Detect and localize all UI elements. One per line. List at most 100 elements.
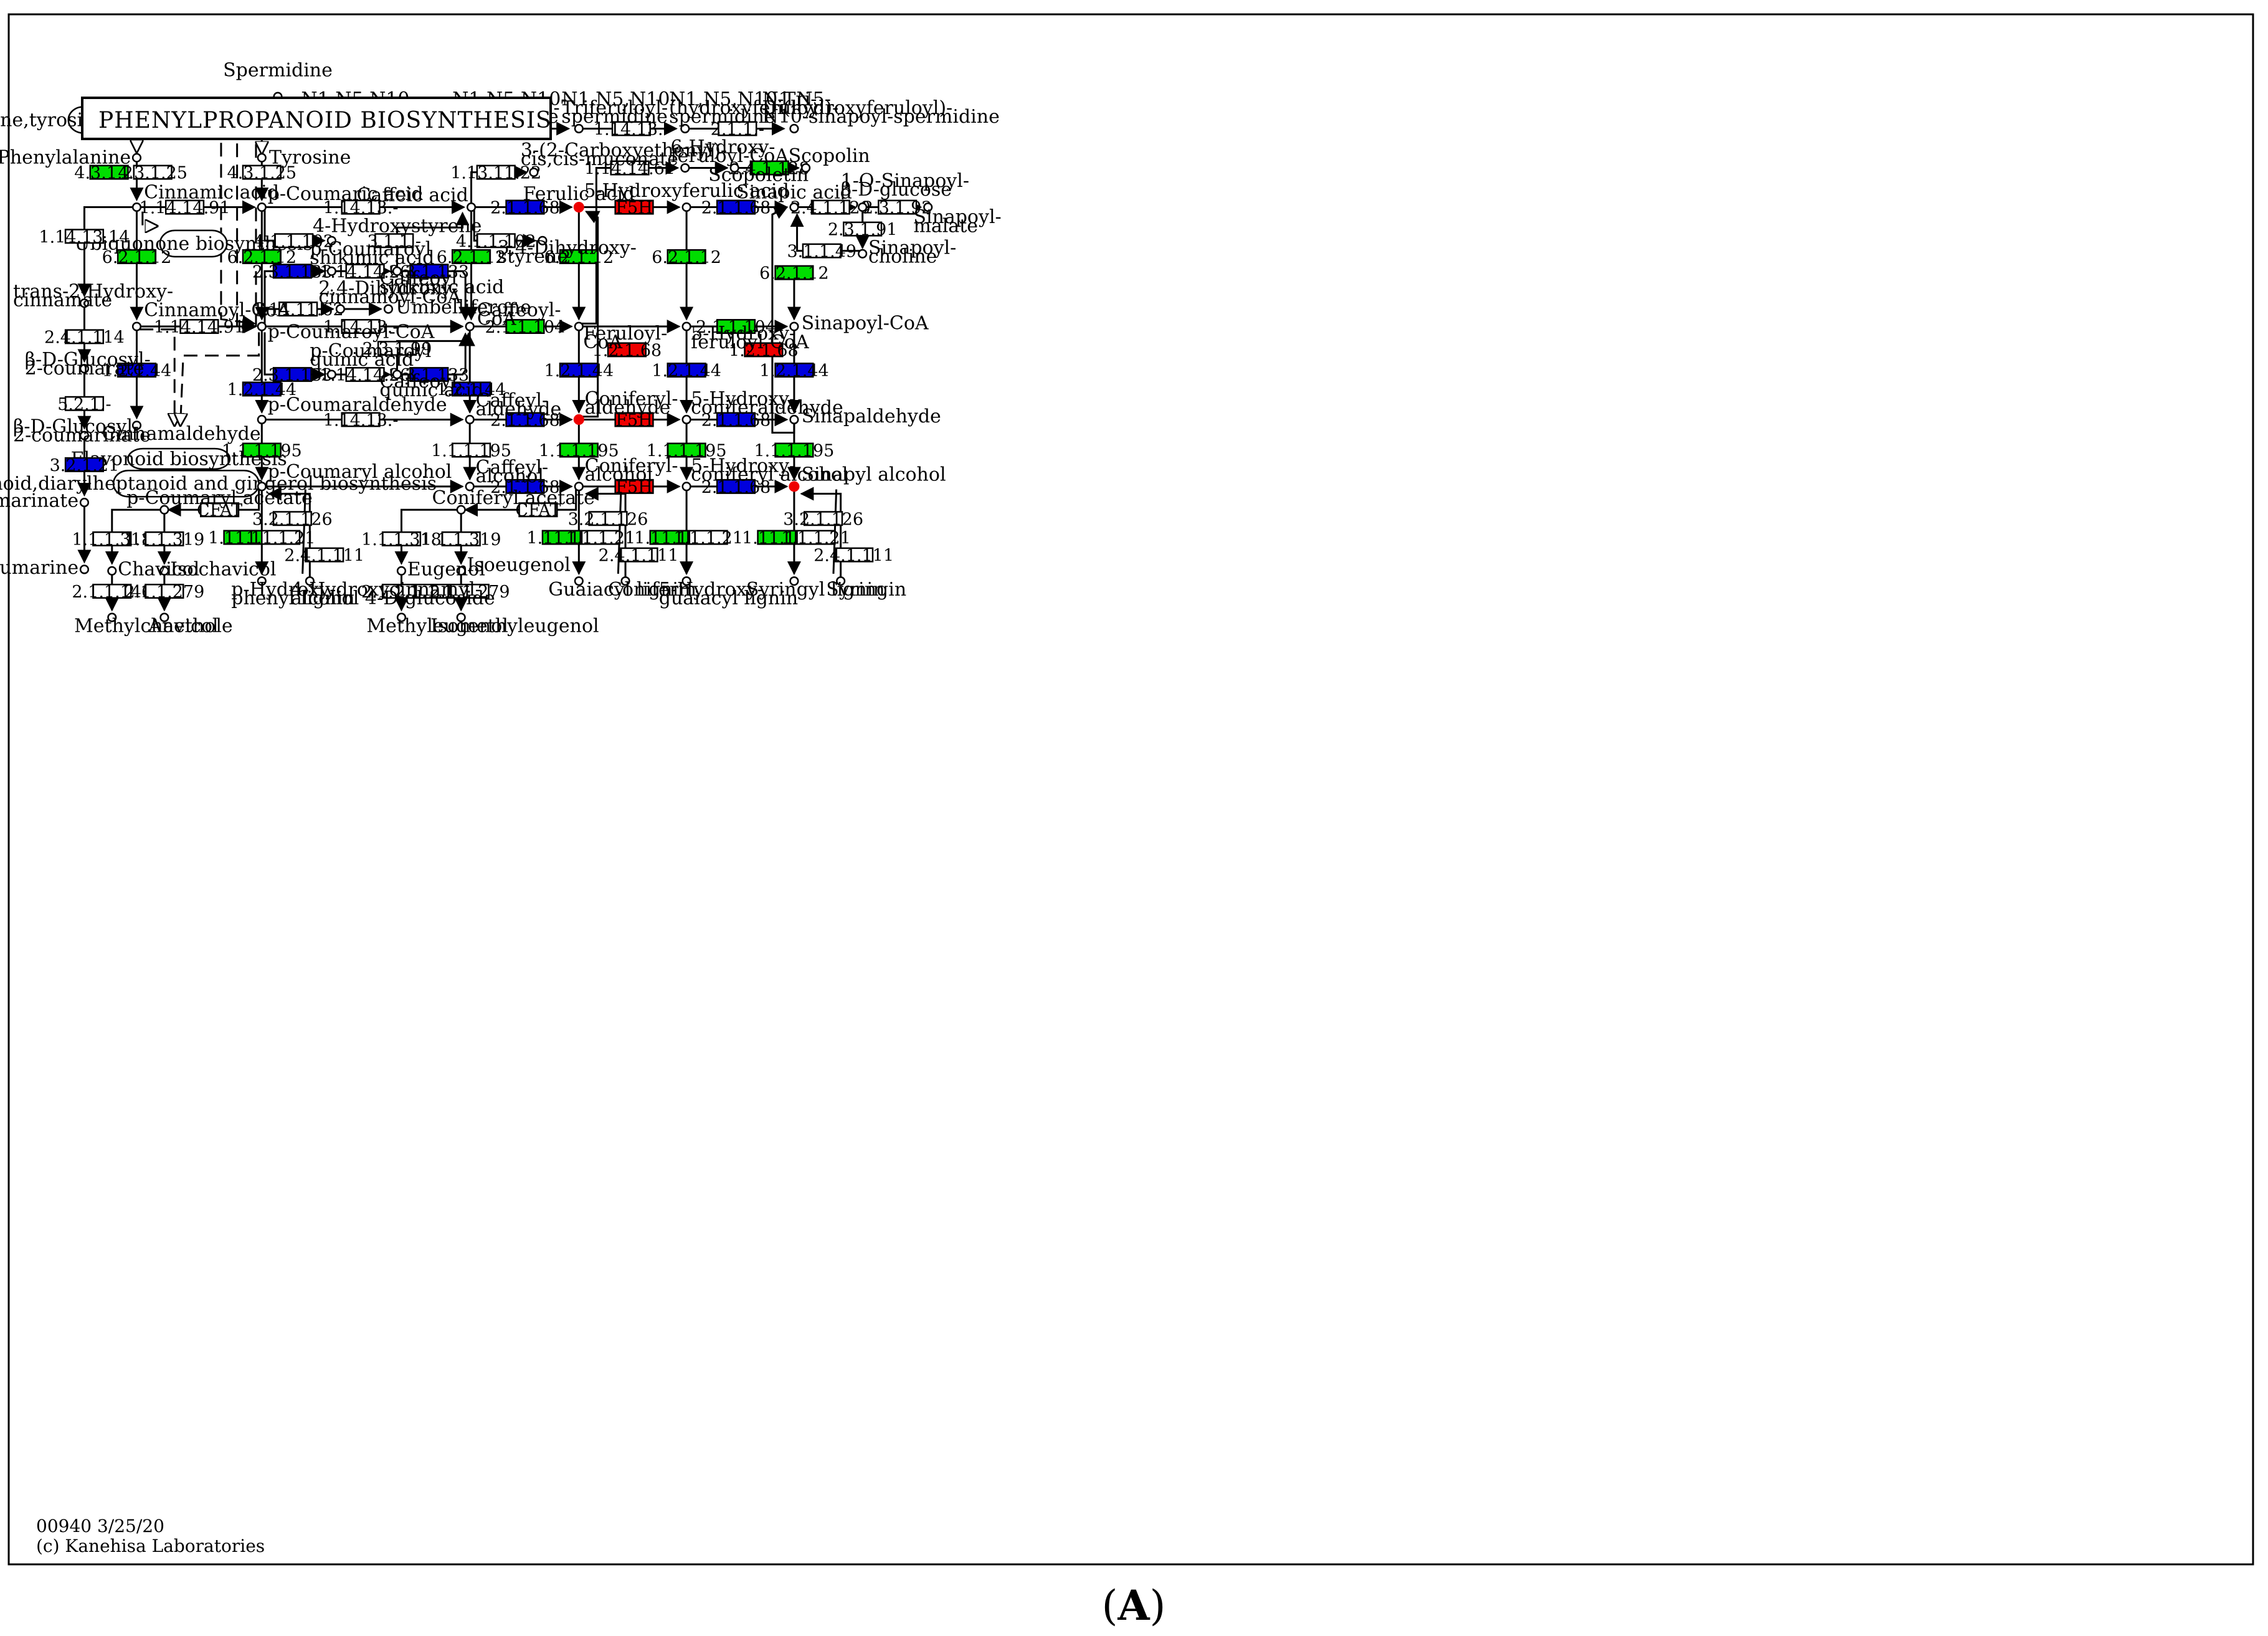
- enzyme-2-1-1-146[interactable]: 2.1.1.146: [72, 583, 152, 602]
- compound-p-coumaryl-acetate[interactable]: [159, 505, 169, 515]
- enzyme-6-2-1-12[interactable]: 6.2.1.12: [102, 248, 172, 267]
- enzyme-1-1-1-21[interactable]: 1.1.1.21: [781, 529, 851, 548]
- enzyme-2-4-1-120[interactable]: 2.4.1.120: [790, 199, 871, 218]
- enzyme-3-2-1-126[interactable]: 3.2.1.126: [568, 510, 648, 529]
- compound-5-hydroxyferulic-acid[interactable]: [681, 202, 691, 212]
- compound-chavicol[interactable]: [107, 566, 117, 576]
- map-link-stilbenoid-diarylheptanoid-and-gingerol-biosynthesis[interactable]: Stilbenoid,diarylheptanoid and gingerol …: [0, 469, 437, 498]
- enzyme-1-2-1-44[interactable]: 1.2.1.44: [759, 361, 829, 381]
- compound-p-coumaroyl-shikimic-acid[interactable]: [326, 266, 336, 276]
- compound-caffeoyl-quinic-acid[interactable]: [392, 369, 402, 379]
- enzyme-2-1-1-68[interactable]: 2.1.1.68: [490, 411, 560, 430]
- compound-scopoletin[interactable]: [729, 163, 739, 173]
- enzyme-3-1-1-49[interactable]: 3.1.1.49: [787, 242, 856, 262]
- enzyme-f5h[interactable]: F5H: [614, 199, 654, 218]
- compound-ferulic-acid[interactable]: [573, 202, 584, 213]
- enzyme-2-1-1-68[interactable]: 2.1.1.68: [490, 199, 560, 218]
- compound-sinapoyl-malate[interactable]: [923, 202, 933, 212]
- enzyme-1-1-1-318[interactable]: 1.1.1.318: [72, 530, 152, 549]
- compound-p-coumaraldehyde[interactable]: [257, 414, 267, 425]
- compound-syringyl-lignin[interactable]: [789, 576, 799, 586]
- enzyme-2-3-1-92[interactable]: 2.3.1.92: [863, 199, 932, 218]
- compound-6-hydroxy-feruloyl-coa[interactable]: [680, 163, 690, 173]
- compound-caffeyl-aldehyde[interactable]: [465, 414, 475, 425]
- enzyme-2-4-1-128[interactable]: 2.4.1.128: [729, 159, 810, 179]
- enzyme-1-14-13[interactable]: 1.14.13.-: [323, 318, 399, 337]
- compound-n1-n5-n10-tri-hydroxyferuloyl-spermidine[interactable]: [680, 123, 690, 134]
- enzyme-2-3-1-133[interactable]: 2.3.1.133: [389, 262, 469, 282]
- enzyme-1-1-1-195[interactable]: 1.1.1.195: [647, 442, 727, 461]
- enzyme-2-1-1-279[interactable]: 2.1.1.279: [124, 583, 204, 602]
- compound-phenylalanine[interactable]: [131, 153, 142, 163]
- enzyme-1-2-1-44[interactable]: 1.2.1.44: [544, 361, 614, 381]
- enzyme-6-2-1-12[interactable]: 6.2.1.12: [759, 264, 829, 283]
- compound-scopolin[interactable]: [801, 163, 811, 173]
- enzyme-2-1-1-104[interactable]: 2.1.1.104: [696, 318, 776, 337]
- enzyme-1-2-1-44[interactable]: 1.2.1.44: [227, 380, 297, 399]
- compound-p-hydroxy-phenyl-lignin[interactable]: [257, 576, 267, 586]
- compound-syringin[interactable]: [836, 576, 846, 586]
- enzyme-1-2-1-68[interactable]: 1.2.1.68: [592, 341, 662, 360]
- enzyme-2-1-1-68[interactable]: 2.1.1.68: [701, 411, 771, 430]
- enzyme-3-2-1-126[interactable]: 3.2.1.126: [252, 510, 333, 529]
- compound-5-hydroxy-feruloyl-coa[interactable]: [681, 321, 691, 331]
- compound-5-hydroxy-guaiacyl-lignin[interactable]: [681, 576, 691, 586]
- compound-p-coumaroyl-quinic-acid[interactable]: [326, 369, 336, 379]
- enzyme-2-1-1-68[interactable]: 2.1.1.68: [701, 478, 771, 497]
- enzyme-3-2-1-21[interactable]: 3.2.1.21: [50, 456, 120, 475]
- enzyme-1-1-1-21[interactable]: 1.1.1.21: [566, 529, 636, 548]
- compound-sinapaldehyde[interactable]: [789, 414, 799, 425]
- compound-cinnamic-acid[interactable]: [131, 202, 142, 212]
- compound-isomethyleugenol[interactable]: [456, 612, 466, 622]
- compound-coniferyl-acetate[interactable]: [456, 505, 466, 515]
- compound-n1-n5-di-hydroxyferuloyl-n10-sinapoyl-spermidine[interactable]: [789, 123, 799, 134]
- enzyme-f5h[interactable]: F5H: [614, 478, 654, 497]
- enzyme-4-1-1-102[interactable]: 4.1.1.102: [456, 232, 536, 251]
- compound-tyrosine[interactable]: [257, 153, 267, 163]
- enzyme-1-14-14-61[interactable]: 1.14.14.61: [584, 159, 675, 179]
- compound-sinapoyl-coa[interactable]: [789, 321, 799, 331]
- enzyme-2-1-1-68[interactable]: 2.1.1.68: [701, 199, 771, 218]
- enzyme-1-1-1-21[interactable]: 1.1.1.21: [673, 529, 743, 548]
- enzyme-1-1-1-195[interactable]: 1.1.1.195: [431, 442, 511, 461]
- enzyme-2-3-1-133[interactable]: 2.3.1.133: [252, 262, 333, 282]
- enzyme-2-4-1-111[interactable]: 2.4.1.111: [284, 546, 364, 566]
- enzyme-2-4-1-114[interactable]: 2.4.1.114: [44, 328, 125, 347]
- compound-4-hydroxystyrene[interactable]: [326, 235, 336, 245]
- compound-coniferin[interactable]: [620, 576, 630, 586]
- compound-n1-n5-n10-triferuloyl-spermidine[interactable]: [574, 123, 584, 134]
- enzyme-4-3-1-24[interactable]: 4.3.1.24: [74, 164, 144, 183]
- compound-p-coumaroyl-coa[interactable]: [257, 321, 267, 331]
- enzyme-4-3-1-25[interactable]: 4.3.1.25: [227, 164, 297, 183]
- compound-coniferyl-aldehyde[interactable]: [573, 414, 584, 426]
- compound-methyleugenol[interactable]: [396, 612, 407, 622]
- compound-sinapic-acid[interactable]: [789, 202, 799, 212]
- enzyme-6-2-1-12[interactable]: 6.2.1.12: [437, 248, 506, 267]
- compound-feruloyl-coa[interactable]: [574, 321, 584, 331]
- compound-2-4-dihydroxy-cinnamoyl-coa[interactable]: [335, 304, 345, 314]
- enzyme-1-14-13-14[interactable]: 1.14.13.14: [39, 227, 130, 247]
- enzyme-2-3-1-99[interactable]: 2.3.1.99: [363, 340, 432, 359]
- enzyme-3-1-1[interactable]: 3.1.1.-: [368, 232, 421, 251]
- enzyme-5-2-1[interactable]: 5.2.1.-: [57, 395, 111, 414]
- compound-3-2-carboxyethenyl-cis-cis-muconate[interactable]: [529, 167, 539, 178]
- compound-eugenol[interactable]: [396, 566, 407, 576]
- compound-guaiacyl-lignin[interactable]: [574, 576, 584, 586]
- enzyme-2-1-1[interactable]: 2.1.1.-: [711, 120, 764, 139]
- compound-coumarinate[interactable]: [79, 497, 90, 508]
- compound-4-hydroxycinnamyl-alcohol-4-d-glucoside[interactable]: [305, 576, 315, 586]
- compound-sinapoyl-choline[interactable]: [858, 249, 868, 259]
- enzyme-1-13-11-22[interactable]: 1.13.11.22: [450, 164, 541, 183]
- enzyme-1-14-14-91[interactable]: 1.14.14.91: [140, 199, 230, 218]
- compound-isoeugenol[interactable]: [456, 566, 466, 576]
- enzyme-2-4-1-111[interactable]: 2.4.1.111: [814, 546, 894, 566]
- enzyme-2-3-1-91[interactable]: 2.3.1.91: [828, 221, 898, 240]
- enzyme-2-1-1-68[interactable]: 2.1.1.68: [490, 478, 560, 497]
- compound-3-4-dihydroxy-styrene[interactable]: [538, 235, 548, 245]
- enzyme-3-2-1-126[interactable]: 3.2.1.126: [783, 510, 863, 529]
- enzyme-1-14-13[interactable]: 1.14.13.-: [323, 199, 399, 218]
- compound-trans-2-hydroxy-cinnamate[interactable]: [79, 298, 90, 308]
- enzyme-f5h[interactable]: F5H: [614, 411, 654, 430]
- enzyme-1-14-11-62[interactable]: 1.14.11.62: [253, 300, 344, 320]
- enzyme-1-1-1-195[interactable]: 1.1.1.195: [222, 442, 302, 461]
